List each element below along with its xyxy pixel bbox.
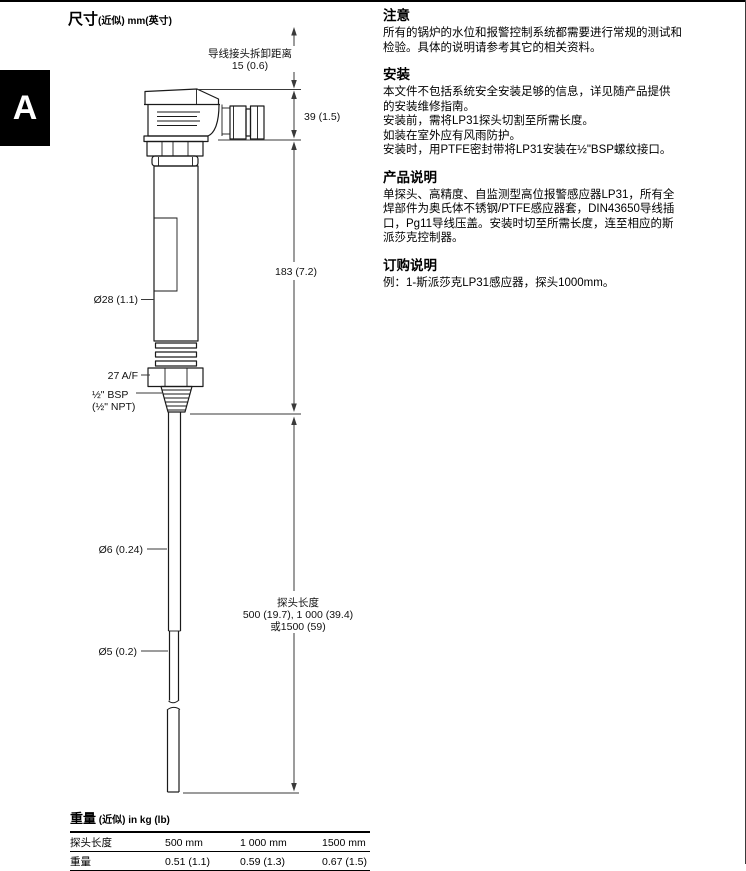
probe-body-tube [153,165,199,367]
text-line: 的安装维修指南。 [383,100,475,113]
section-tab-a: A [0,70,50,146]
weight-table-title: 重量 (近似) in kg (lb) [70,811,370,829]
text-line: 如装在室外应有风雨防护。 [383,129,521,142]
label-thread-npt: (½" NPT) [92,401,135,413]
dimension-labels: 导线接头拆卸距离 15 (0.6) 39 (1.5) 183 (7.2) Ø28… [92,47,353,658]
break-symbol-upper [168,699,180,704]
text-column: 注意 所有的锅炉的水位和报警控制系统都需要进行常规的测试和检验。具体的说明请参考… [383,8,739,302]
text-line: 所有的锅炉的水位和报警控制系统都需要进行常规的测试和 [383,27,682,39]
cell-500mm: 0.51 (1.1) [165,851,240,871]
text-line: 派莎克控制器。 [383,232,464,244]
weight-table-body: 探头长度 500 mm 1 000 mm 1500 mm 重量 0.51 (1.… [70,832,370,871]
section-tab-letter: A [12,88,38,127]
page-title-units: (近似) mm(英寸) [98,16,172,27]
label-tip-diameter: Ø5 (0.2) [98,646,137,658]
cell-1500mm: 0.67 (1.5) [322,851,370,871]
installation-paragraph: 本文件不包括系统安全安装足够的信息，详见随产品提供的安装维修指南。安装前，需将L… [383,85,739,158]
heading-product-description: 产品说明 [383,169,437,185]
text-line: 本文件不包括系统安全安装足够的信息，详见随产品提供 [383,86,671,98]
heading-ordering: 订购说明 [383,257,437,273]
page-top-rule [0,0,746,2]
break-symbol-lower [166,706,181,711]
label-body-diameter: Ø28 (1.1) [94,294,138,306]
probe-length-line1: 探头长度 [277,596,319,609]
probe-length-line3: 或1500 (59) [270,621,325,633]
product-description-paragraph: 单探头、高精度、自监测型高位报警感应器LP31，所有全焊部件为奥氏体不锈钢/PT… [383,188,739,246]
heading-installation: 安装 [383,67,410,82]
weight-title-units: (近似) in kg (lb) [96,815,170,826]
hex-nut-and-thread [147,367,204,413]
weight-table-section: 重量 (近似) in kg (lb) 探头长度 500 mm 1 000 mm … [70,811,370,871]
probe-length-line2: 500 (19.7), 1 000 (39.4) [243,609,353,621]
text-line: 口，Pg11导线压盖。安装时切至所需长度，连至相应的斯 [383,217,674,230]
text-line: 例：1-斯派莎克LP31感应器，探头1000mm。 [383,276,615,289]
note-paragraph: 所有的锅炉的水位和报警控制系统都需要进行常规的测试和检验。具体的说明请参考其它的… [383,26,739,55]
text-line: 检验。具体的说明请参考其它的相关资料。 [383,41,602,54]
probe-rod [166,412,299,794]
cell-1000mm: 1 000 mm [240,832,322,852]
text-line: 安装时，用PTFE密封带将LP31安装在½"BSP螺纹接口。 [383,144,672,156]
dim-head-height: 39 (1.5) [304,111,340,123]
page-title: 尺寸(近似) mm(英寸) [68,8,172,29]
cell-1500mm: 1500 mm [322,832,370,852]
cell-1000mm: 0.59 (1.3) [240,851,322,871]
text-line: 安装前，需将LP31探头切割至所需长度。 [383,115,594,127]
table-row: 探头长度 500 mm 1 000 mm 1500 mm [70,832,370,852]
page-title-main: 尺寸 [68,11,99,28]
cell-row-label: 探头长度 [70,832,165,852]
cell-row-label: 重量 [70,851,165,871]
cell-500mm: 500 mm [165,832,240,852]
dim-removal-label: 导线接头拆卸距离 [208,47,292,60]
probe-head [143,88,265,167]
text-line: 焊部件为奥氏体不锈钢/PTFE感应器套，DIN43650导线插 [383,203,675,215]
ordering-paragraph: 例：1-斯派莎克LP31感应器，探头1000mm。 [383,276,739,291]
dim-body-length: 183 (7.2) [275,266,317,278]
label-hex-size: 27 A/F [108,370,138,382]
dim-removal-value: 15 (0.6) [232,60,268,72]
dimension-lines [136,27,301,792]
label-rod-diameter: Ø6 (0.24) [99,544,143,556]
weight-table: 探头长度 500 mm 1 000 mm 1500 mm 重量 0.51 (1.… [70,831,370,871]
label-thread-bsp: ½" BSP [92,389,128,401]
heading-note: 注意 [383,8,410,23]
weight-title-main: 重量 [70,811,97,826]
table-row: 重量 0.51 (1.1) 0.59 (1.3) 0.67 (1.5) [70,851,370,871]
text-line: 单探头、高精度、自监测型高位报警感应器LP31，所有全 [383,188,675,201]
probe-dimension-drawing: 导线接头拆卸距离 15 (0.6) 39 (1.5) 183 (7.2) Ø28… [92,27,353,794]
